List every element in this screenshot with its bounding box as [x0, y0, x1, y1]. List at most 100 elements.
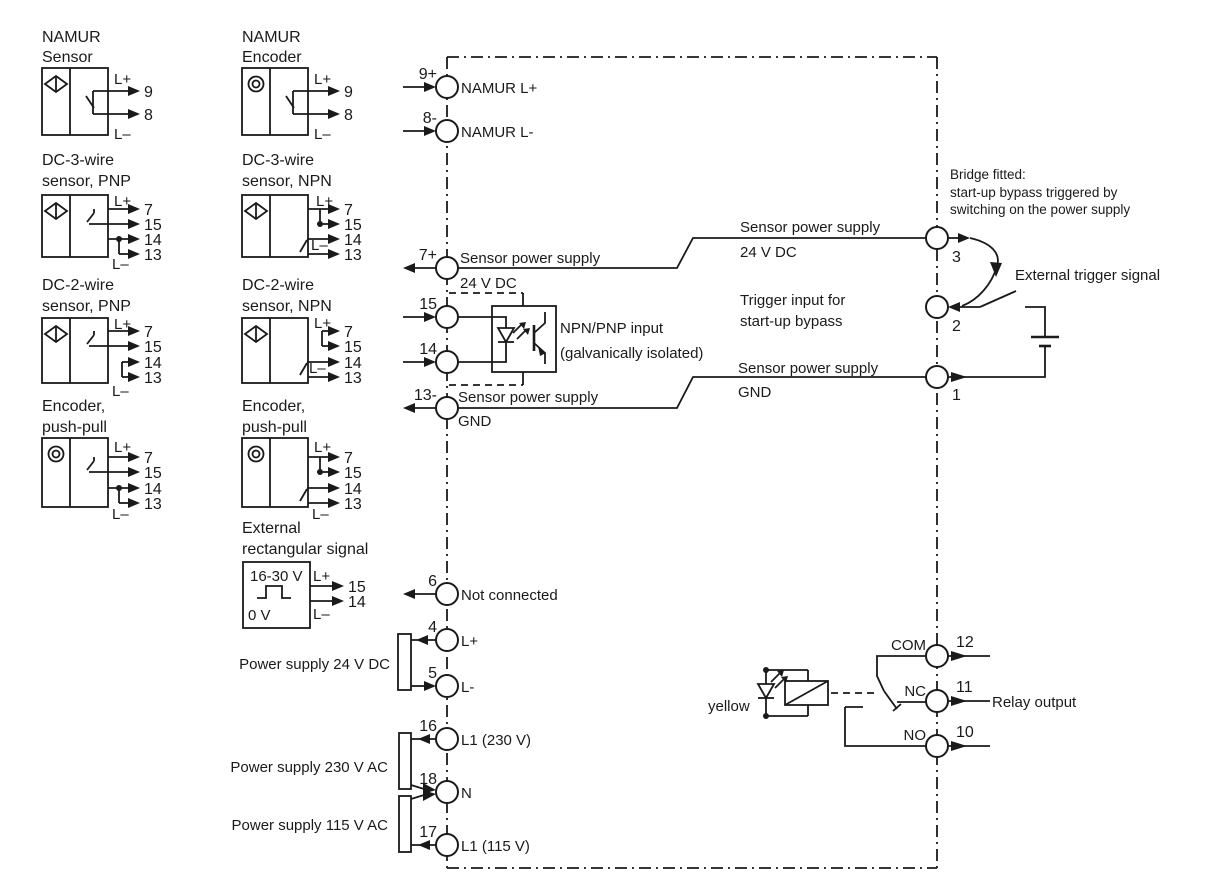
- pin-number: 13: [144, 370, 162, 387]
- bridge-note2: start-up bypass triggered by: [950, 185, 1118, 200]
- supply-24v-label: Sensor power supply: [460, 250, 601, 267]
- terminal-number: 16: [419, 718, 437, 735]
- block-title: Encoder: [242, 49, 302, 66]
- pin-label-lplus: L+: [114, 193, 131, 210]
- supply-24v-right-label: Sensor power supply: [740, 219, 881, 236]
- signal-low-level: 0 V: [248, 607, 271, 624]
- terminal-5: 5 L-: [428, 665, 474, 698]
- external-trigger-circuit: [949, 290, 1059, 378]
- pin-number: 7: [344, 324, 353, 341]
- signal-high-level: 16-30 V: [250, 568, 303, 585]
- inductive-sensor-icon: [43, 74, 69, 94]
- pin-number: 14: [344, 232, 362, 249]
- terminal-number: 18: [419, 771, 437, 788]
- switch-symbol: [883, 690, 902, 712]
- sensor-examples: NAMUR Sensor L+ L– 9 8 NAMUR Encoder: [41, 29, 368, 629]
- square-wave-icon: [257, 585, 291, 599]
- terminal-number: 3: [952, 249, 961, 266]
- encoder-icon: [47, 445, 65, 463]
- terminal-number: 8-: [423, 110, 437, 127]
- block-title: rectangular signal: [242, 541, 368, 558]
- external-trigger-label: External trigger signal: [1015, 267, 1160, 284]
- switch-symbol: [86, 331, 95, 345]
- terminal-number: 10: [956, 724, 974, 741]
- terminal-12: 12 COM: [891, 634, 990, 668]
- terminal-number: 17: [419, 824, 437, 841]
- relay-output-label: Relay output: [992, 694, 1077, 711]
- pin-number: 15: [348, 579, 366, 596]
- annotations: Sensor power supply 24 V DC Sensor power…: [230, 167, 1160, 834]
- pin-label-lplus: L+: [313, 568, 330, 585]
- contact-label: COM: [891, 637, 926, 654]
- terminal-label: L1 (115 V): [461, 838, 530, 855]
- supply-gnd-label: Sensor power supply: [458, 389, 599, 406]
- pin-number: 15: [144, 465, 162, 482]
- pin-label-lminus: L–: [312, 506, 329, 523]
- pin-label-lminus: L–: [112, 256, 129, 273]
- block-title: DC-2-wire: [42, 277, 114, 294]
- terminal-8minus: 8- NAMUR L-: [403, 110, 534, 143]
- terminal-7plus: 7+: [403, 247, 459, 280]
- pin-number: 8: [344, 107, 353, 124]
- block-title: sensor, NPN: [242, 173, 332, 190]
- pin-label-lplus: L+: [114, 316, 131, 333]
- pin-number: 15: [144, 217, 162, 234]
- terminal-9plus: 9+ NAMUR L+: [403, 66, 538, 99]
- terminal-3: 3: [925, 226, 970, 266]
- opto-label2: (galvanically isolated): [560, 345, 703, 362]
- switch-symbol: [86, 209, 95, 223]
- terminal-13minus: 13-: [403, 387, 459, 420]
- switch-symbol: [285, 91, 295, 114]
- power-115v-bracket: [398, 790, 436, 853]
- sensor-block-dc3-pnp: DC-3-wire sensor, PNP L+ L– 7 15 14 13: [41, 152, 162, 273]
- power-24v-bracket: [397, 633, 436, 691]
- pin-label-lminus: L–: [311, 237, 328, 254]
- terminal-11: 11 NC: [904, 679, 990, 713]
- pin-number: 9: [344, 84, 353, 101]
- terminal-16: 16 L1 (230 V): [419, 718, 531, 751]
- sensor-block-namur-encoder: NAMUR Encoder L+ L– 9 8: [241, 29, 353, 143]
- pin-number: 7: [144, 450, 153, 467]
- terminal-18: 18 N: [419, 771, 472, 804]
- switch-symbol: [979, 290, 1017, 308]
- block-title: sensor, NPN: [242, 298, 332, 315]
- pin-label-lminus: L–: [314, 126, 331, 143]
- pin-number: 15: [344, 339, 362, 356]
- pin-number: 15: [144, 339, 162, 356]
- pin-label-lplus: L+: [314, 439, 331, 456]
- terminal-label: L1 (230 V): [461, 732, 531, 749]
- block-title: DC-3-wire: [42, 152, 114, 169]
- pin-number: 14: [344, 481, 362, 498]
- switch-symbol: [86, 457, 95, 471]
- terminal-number: 1: [952, 387, 961, 404]
- terminal-number: 2: [952, 318, 961, 335]
- switch-symbol: [299, 239, 308, 253]
- pin-number: 7: [344, 202, 353, 219]
- contact-label: NO: [904, 727, 927, 744]
- sensor-block-dc3-npn: DC-3-wire sensor, NPN L+ L– 7 15 14 13: [241, 152, 362, 264]
- block-title: NAMUR: [42, 29, 101, 46]
- terminal-number: 5: [428, 665, 437, 682]
- terminals-right: 3 2 1 12 COM 11 NC 10 NO: [891, 226, 990, 758]
- external-signal-block: External rectangular signal 16-30 V 0 V …: [242, 520, 368, 629]
- pin-number: 8: [144, 107, 153, 124]
- optocoupler-icon: [449, 292, 557, 386]
- inductive-sensor-icon: [243, 324, 269, 344]
- terminal-label: Not connected: [461, 587, 558, 604]
- supply-gnd-wire: [458, 376, 926, 409]
- pin-number: 7: [344, 450, 353, 467]
- switch-symbol: [85, 91, 95, 114]
- sensor-block-namur-sensor: NAMUR Sensor L+ L– 9 8: [41, 29, 153, 143]
- sensor-block-encoder-pushpull-left: Encoder, push-pull L+ L– 7 15 14 13: [41, 398, 162, 523]
- bridge-wire: [961, 237, 1002, 307]
- pin-number: 13: [344, 496, 362, 513]
- pin-number: 7: [144, 324, 153, 341]
- relay-coil: [784, 670, 829, 716]
- trigger-label2: start-up bypass: [740, 313, 843, 330]
- pin-number: 13: [144, 247, 162, 264]
- pin-label-lminus: L–: [112, 506, 129, 523]
- supply-gnd-label2: GND: [458, 413, 492, 430]
- wiring: [397, 237, 1059, 853]
- terminal-number: 14: [419, 341, 437, 358]
- trigger-label: Trigger input for: [740, 292, 845, 309]
